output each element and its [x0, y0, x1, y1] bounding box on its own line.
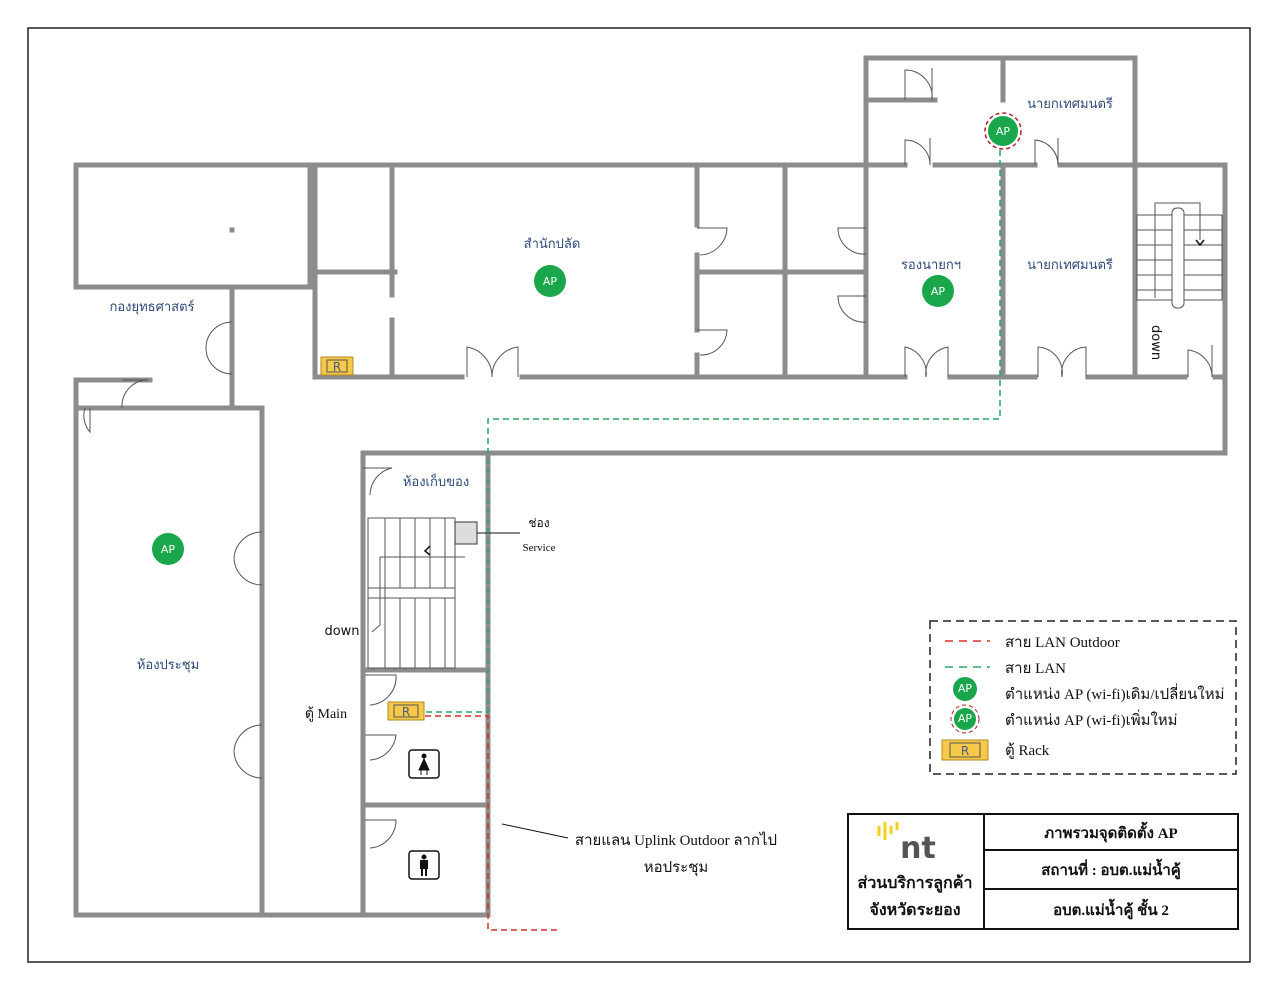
male-toilet-icon — [408, 850, 440, 880]
stairs-down-label: down — [1148, 325, 1163, 360]
uplink-note: สายแลน Uplink Outdoor ลากไป — [575, 831, 777, 849]
rack-icon: R — [320, 356, 354, 376]
nt-logo: nt — [877, 822, 936, 866]
svg-text:R: R — [402, 705, 410, 719]
stairs-right — [1136, 202, 1223, 309]
ap-existing-icon: AP — [953, 677, 977, 701]
plan-location: สถานที่ : อบต.แม่น้ำคู้ — [1041, 858, 1181, 880]
room-label: นายกเทศมนตรี — [1027, 257, 1113, 273]
plan-title: ภาพรวมจุดติดตั้ง AP — [1044, 821, 1177, 843]
svg-text:R: R — [961, 744, 969, 758]
legend-label: สาย LAN Outdoor — [1005, 635, 1120, 651]
ap-existing-icon: AP — [152, 533, 184, 565]
stairs-down-label: down — [324, 624, 359, 639]
rack-icon: R — [941, 739, 989, 761]
walls — [73, 55, 1228, 918]
svg-text:R: R — [333, 360, 341, 374]
room-label: นายกเทศมนตรี — [1027, 96, 1113, 112]
service-shaft-label: ช่อง — [528, 516, 549, 530]
uplink-note: หอประชุม — [644, 860, 709, 877]
room-label: ห้องประชุม — [137, 658, 199, 673]
ap-new-icon: AP — [984, 112, 1022, 150]
stairs-left — [367, 517, 520, 669]
main-rack-label: ตู้ Main — [305, 706, 347, 722]
svg-text:AP: AP — [958, 712, 973, 725]
legend-label: ตำแหน่ง AP (wi-fi)เพิ่มใหม่ — [1005, 709, 1178, 729]
ap-new-icon: AP — [950, 704, 980, 734]
uplink-note-leader — [501, 823, 569, 839]
svg-text:AP: AP — [996, 125, 1011, 138]
lan-outdoor-cable-red — [425, 715, 560, 931]
svg-text:AP: AP — [931, 285, 946, 298]
room-label: สำนักปลัด — [524, 237, 581, 252]
svg-text:AP: AP — [958, 682, 973, 695]
plan-floor: อบต.แม่น้ำคู้ ชั้น 2 — [1053, 898, 1169, 920]
lan-cable-green — [425, 150, 1001, 713]
rack-icon: R — [387, 701, 425, 721]
org-region: จังหวัดระยอง — [869, 901, 960, 919]
org-name: ส่วนบริการลูกค้า — [858, 874, 973, 894]
doors — [83, 68, 1213, 849]
female-toilet-icon — [408, 749, 440, 779]
service-shaft — [454, 521, 478, 545]
legend-label: สาย LAN — [1005, 661, 1066, 677]
svg-text:nt: nt — [900, 831, 936, 866]
service-shaft-label: Service — [523, 542, 556, 554]
svg-text:AP: AP — [543, 275, 558, 288]
room-label: รองนายกฯ — [901, 258, 961, 273]
svg-text:AP: AP — [161, 543, 176, 556]
page-frame — [27, 27, 1251, 963]
legend-label: ตำแหน่ง AP (wi-fi)เดิม/เปลี่ยนใหม่ — [1005, 683, 1224, 703]
legend: AP AP R สาย LAN Outdoor สาย LAN ตำแหน่ง … — [929, 620, 1237, 775]
ap-existing-icon: AP — [534, 265, 566, 297]
title-block: nt ส่วนบริการลูกค้า จังหวัดระยอง ภาพรวมจ… — [847, 813, 1239, 930]
legend-label: ตู้ Rack — [1005, 742, 1050, 759]
room-label: ห้องเก็บของ — [403, 472, 469, 490]
room-label: กองยุทธศาสตร์ — [109, 299, 194, 315]
ap-existing-icon: AP — [922, 275, 954, 307]
